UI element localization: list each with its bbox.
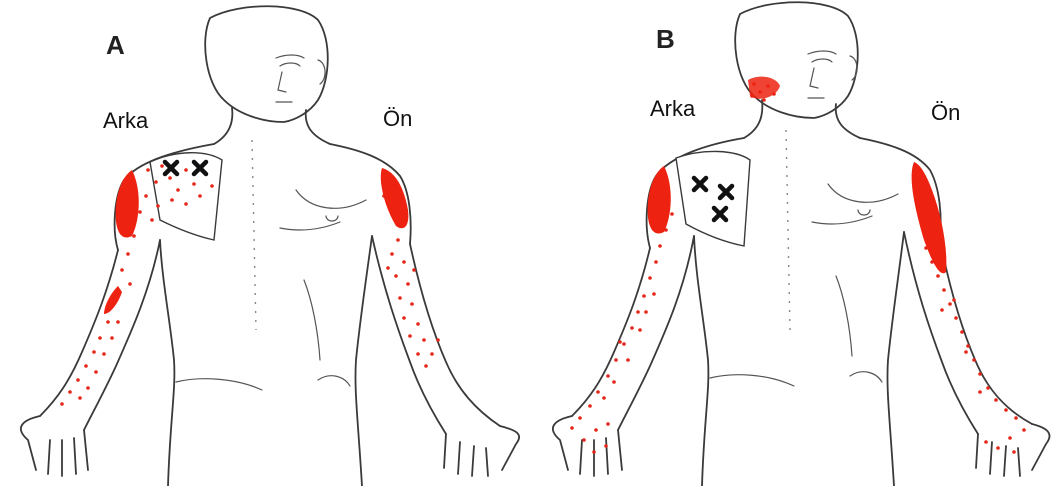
arm-left-outer (40, 250, 118, 416)
pec (296, 190, 366, 208)
nipple (326, 216, 338, 221)
hip-line (850, 372, 882, 382)
abs-line (304, 280, 320, 360)
view-label-back: Arka (650, 96, 695, 122)
nose (810, 68, 818, 88)
glute (176, 379, 262, 390)
pain-zone-neck (748, 77, 780, 99)
hip-line (318, 376, 350, 386)
pec (828, 184, 898, 202)
arm-right-outer (410, 244, 500, 426)
eye (812, 59, 832, 62)
panel-label-b: B (656, 24, 675, 55)
spine-line (786, 130, 790, 330)
eye (280, 63, 300, 66)
pain-zone-deltoid-front (381, 168, 409, 228)
scapula (676, 151, 750, 246)
neck-right (836, 104, 860, 138)
hand-left (21, 416, 88, 476)
nipple (858, 210, 870, 215)
neck-left (214, 108, 232, 144)
abs-line (836, 276, 852, 356)
view-label-front: Ön (383, 106, 412, 132)
arm-left-inner (618, 236, 694, 430)
brow (808, 51, 836, 54)
chest-line (280, 222, 340, 230)
spine-line (252, 140, 256, 330)
torso-left (160, 240, 174, 486)
body-figure-b (528, 0, 1056, 486)
hand-right (444, 426, 519, 476)
chest-line (812, 216, 872, 224)
panel-label-a: A (106, 30, 125, 61)
torso-right (887, 232, 904, 486)
body-figure-a (0, 0, 528, 486)
head-outline (735, 2, 858, 118)
nose (278, 72, 286, 92)
pain-zone-deltoid-back (116, 170, 139, 237)
view-label-front: Ön (931, 100, 960, 126)
glute (710, 375, 794, 386)
brow (276, 55, 304, 58)
head-outline (205, 6, 328, 122)
panel-a: A Arka Ön (0, 0, 528, 486)
neck-left (744, 100, 762, 138)
hand-left (553, 416, 622, 476)
panel-b: B Arka Ön (528, 0, 1056, 486)
ear (318, 60, 325, 84)
hand-right (976, 424, 1050, 476)
arm-right-outer (940, 240, 1032, 424)
torso-left (694, 236, 708, 486)
pain-zone-deltoid-back (648, 166, 671, 233)
view-label-back: Arka (103, 108, 148, 134)
neck-right (306, 110, 330, 144)
torso-right (355, 236, 372, 486)
